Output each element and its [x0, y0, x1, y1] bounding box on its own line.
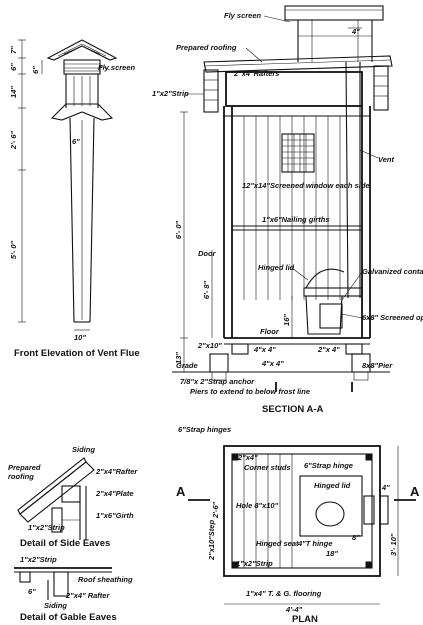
label-strap-hinges: 6"Strap hinges: [178, 425, 231, 434]
label-door: Door: [198, 249, 217, 258]
label-prepared-roofing: Prepared roofing: [176, 43, 237, 52]
label-sill-2x4: 2"x 4": [317, 345, 340, 354]
label-strap-hinge: 6"Strap hinge: [304, 461, 353, 470]
label-flooring: 1"x4" T. & G. flooring: [246, 589, 322, 598]
pier-left: [209, 353, 229, 373]
title-section-a-a: SECTION A-A: [262, 404, 324, 415]
label-pier: 8x8"Pier: [362, 361, 393, 370]
dim-6in-screen: 6": [31, 66, 40, 74]
plan-flooring: [243, 454, 293, 568]
dim-6in-gable: 6": [28, 587, 36, 596]
label-screened-window: 12"x14"Screened window each side: [242, 181, 370, 190]
caption-gable-eaves: Detail of Gable Eaves: [20, 612, 117, 623]
dim-4in-vent: 4": [351, 27, 360, 36]
label-corner-studs: Corner studs: [244, 463, 291, 472]
dim-7in: 7": [9, 46, 18, 54]
plan-vent: [363, 495, 375, 525]
label-grade: Grade: [176, 361, 198, 370]
gable-rafter-block: [53, 571, 69, 597]
label-rafter-side: 2"x4"Rafter: [95, 467, 138, 476]
sill-block-right: [345, 343, 363, 355]
roof-slab: [203, 55, 393, 73]
seat-box-top: [303, 287, 363, 297]
label-fly-screen: Fly screen: [98, 63, 136, 72]
label-siding-gable: Siding: [44, 601, 67, 610]
section-mark-right: A: [410, 484, 420, 499]
plan-seat: [299, 475, 363, 537]
eave-left: [203, 69, 219, 113]
dim-3ft10in: 3'- 10": [389, 533, 398, 556]
label-t-hinge: 4"T hinge: [297, 539, 332, 548]
fly-screen-box: [63, 59, 101, 75]
plan-hole: [315, 501, 345, 527]
dim-2ft6in: 2'- 6": [9, 130, 18, 150]
label-rafter-gable: 2"x4" Rafter: [65, 591, 110, 600]
label-rafters: 2"x4"Rafters: [233, 69, 279, 78]
label-strip-plan: 1"x2"Strip: [236, 559, 273, 568]
gable-eaves-detail: 1"x2"Strip Roof sheathing 2"x4" Rafter S…: [14, 555, 133, 623]
back-wall-boards: [243, 116, 341, 300]
section-mark-left: A: [176, 484, 186, 499]
rafter-box: [225, 71, 363, 107]
label-hole: Hole 8"x10": [236, 501, 279, 510]
hinged-lid: [305, 268, 345, 289]
label-hinged-seat: Hinged seat: [256, 539, 299, 548]
label-roof-sheathing: Roof sheathing: [78, 575, 133, 584]
dim-10in: 10": [74, 333, 86, 342]
eave-right: [373, 65, 389, 111]
label-hinged-lid: Hinged lid: [258, 263, 295, 272]
dim-13in: 13": [174, 352, 183, 364]
label-screened-opening: 6x8" Screened opening each side: [362, 313, 423, 322]
label-joist: 2"x10": [197, 341, 222, 350]
dim-8in-plan: 8": [352, 533, 360, 542]
label-floor: Floor: [260, 327, 280, 336]
dim-5ft0in: 5'- 0": [9, 240, 18, 259]
screened-opening: [319, 303, 343, 329]
flue-cap-roof: [46, 39, 118, 61]
label-nailing-girths: 1"x6"Nailing girths: [262, 215, 330, 224]
label-strip-gable: 1"x2"Strip: [20, 555, 57, 564]
gable-strip-block: [19, 571, 31, 583]
dim-6ft0in: 6'- 0": [174, 220, 183, 239]
label-hinged-lid-plan: Hinged lid: [314, 481, 351, 490]
dim-18in-plan: 18": [326, 549, 338, 558]
section-a-a: 6'- 0" 6'- 8" 16" 13" 4" Fly screen Prep…: [152, 5, 423, 415]
plan-view: A A 6"Strap hinges 2"x4" Corner studs 6"…: [176, 425, 420, 625]
label-plate-side: 2"x4"Plate: [95, 489, 134, 498]
label-piers-note: Piers to extend to below frost line: [190, 387, 310, 396]
vent-flue-elevation: 7" 6" 14" 2'- 6" 5'- 0" 6" 6" 10" Fly sc…: [9, 39, 140, 359]
label-girth-side: 1"x6"Girth: [96, 511, 134, 520]
label-galvanized-container: Galvanized container: [362, 267, 423, 276]
label-fly-screen-section: Fly screen: [224, 11, 262, 20]
screened-window: [281, 133, 315, 173]
label-strip-side: 1"x2"Strip: [28, 523, 65, 532]
label-sill-4x4-b: 4"x 4": [261, 359, 284, 368]
dim-4ft4in: 4'-4": [285, 605, 303, 614]
galvanized-container: [305, 295, 343, 335]
dim-6in: 6": [9, 63, 18, 71]
label-strap-anchor: 7/8"x 2"Strap anchor: [180, 377, 255, 386]
dim-16in: 16": [282, 314, 291, 326]
dim-6ft8in: 6'- 8": [202, 280, 211, 299]
caption-side-eaves: Detail of Side Eaves: [20, 538, 110, 549]
label-step: 2"x10"Step: [207, 520, 216, 561]
title-plan: PLAN: [292, 614, 318, 625]
dim-6in-flue: 6": [72, 137, 80, 146]
dim-2ft6in-plan: 2'-6": [211, 501, 220, 519]
label-top-2x4: 2"x4": [237, 453, 258, 462]
roof-flashing: [50, 103, 114, 121]
dim-14in: 14": [9, 86, 18, 98]
label-strip: 1"x2"Strip: [152, 89, 189, 98]
caption-vent-flue: Front Elevation of Vent Flue: [14, 348, 140, 359]
dim-4in-plan: 4": [381, 483, 390, 492]
sill-block-left: [231, 343, 249, 355]
label-siding-side: Siding: [72, 445, 95, 454]
label-sill-4x4: 4"x 4": [253, 345, 276, 354]
label-vent: Vent: [378, 155, 394, 164]
vent-cap: [284, 5, 384, 21]
